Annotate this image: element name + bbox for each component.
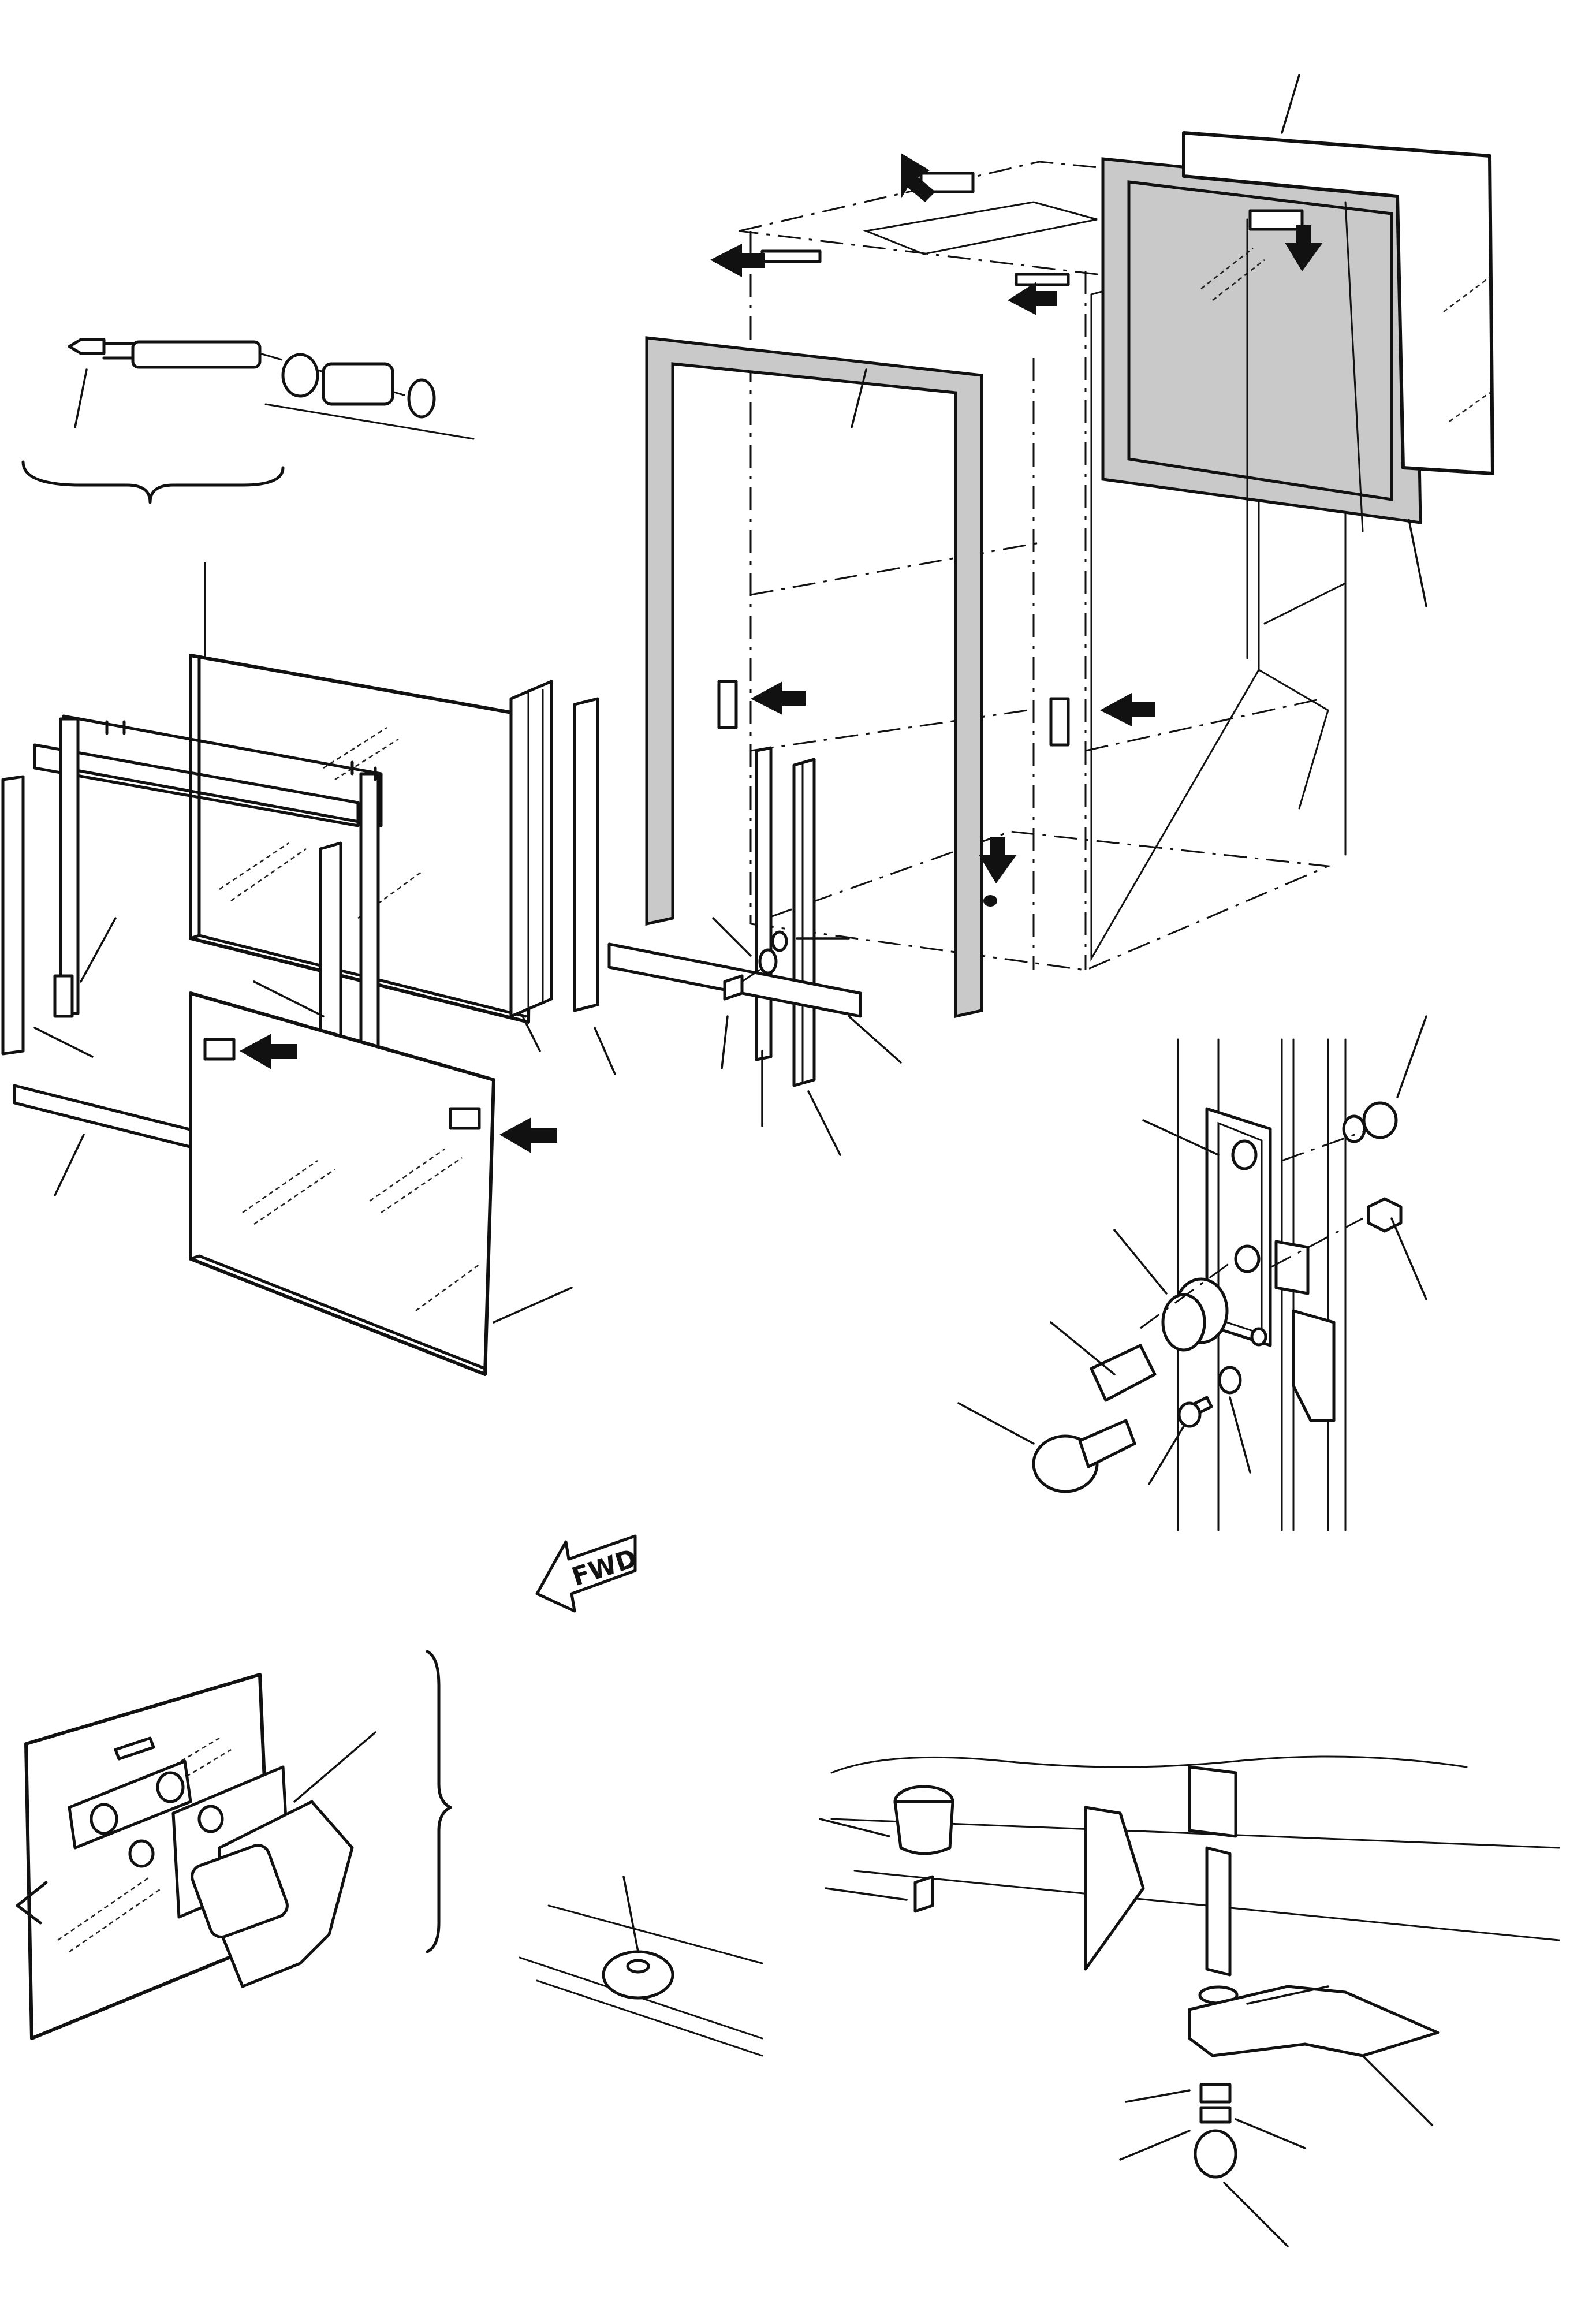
rear-window-seal (1101, 157, 1422, 524)
arrow-pointer-icon (499, 1117, 557, 1153)
door-pillar-b (792, 758, 816, 1087)
glass-catch-detail (16, 1650, 452, 2040)
right-channel-a (509, 680, 553, 1018)
arrow-pointer-icon (901, 153, 935, 202)
arrow-pointer-icon (710, 244, 765, 277)
rear-glass (1182, 131, 1494, 475)
arrow-pointer-icon (1100, 693, 1155, 726)
arrow-pointer-icon (1285, 225, 1323, 271)
door-pillar-a (755, 746, 773, 1061)
cab-body (607, 74, 1494, 1156)
lower-glass-panel (189, 991, 495, 1376)
rubber-stop-detail (519, 1876, 763, 2057)
latch-plate (1205, 1107, 1272, 1347)
right-channel-b (573, 697, 599, 1012)
arrow-pointer-icon (240, 1034, 297, 1069)
door-latch-detail (957, 1015, 1427, 1531)
arrow-pointer-icon (979, 837, 1017, 883)
hinge-pin-detail (21, 338, 475, 504)
catch-brace (426, 1650, 452, 1953)
fwd-arrow-icon: FWD (535, 1534, 640, 1613)
rear-window-assembly (1, 562, 616, 1376)
door-seal (645, 336, 983, 1019)
hinge-brace (21, 460, 285, 504)
arrow-pointer-icon (1008, 282, 1057, 315)
arrow-pointer-icon (751, 681, 806, 715)
left-channel (1, 775, 25, 1056)
lock-lever-detail (819, 1755, 1560, 2247)
hinge-pin-leader (74, 368, 88, 428)
